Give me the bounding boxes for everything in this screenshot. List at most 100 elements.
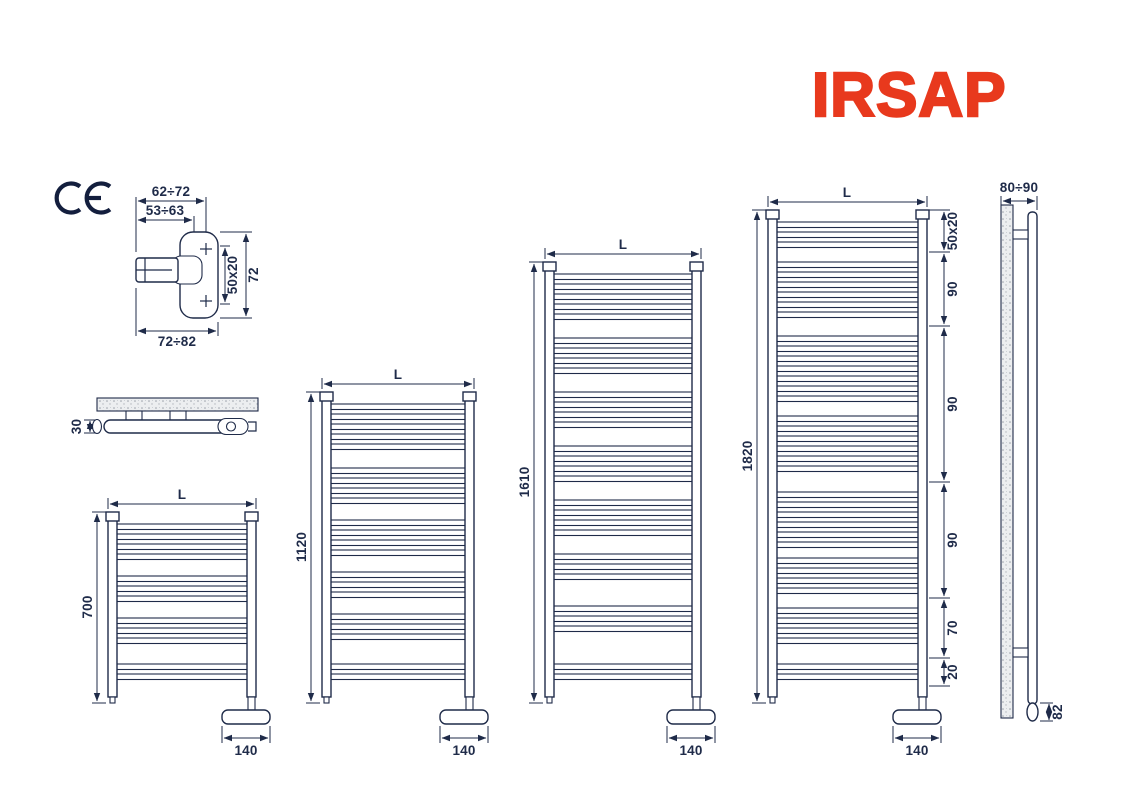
collector-cap [462,391,477,402]
rung [775,587,920,595]
rung [775,425,920,433]
rung [775,311,920,319]
rung [115,533,249,541]
radiator-2: L 1120 140 [294,367,489,758]
rung [775,531,920,539]
rung [329,403,467,411]
collector-cap [915,209,930,220]
bracket-tube-profile-label: 50x20 [225,256,240,295]
brand-logo-text: IRSAP [812,61,1006,130]
rung [329,497,467,505]
rung [775,617,920,625]
side-view: 80÷90 82 [1000,180,1065,722]
collector-tube [107,518,118,698]
rung [552,573,694,581]
rung [775,637,920,645]
rung [775,607,920,615]
rung [775,663,920,671]
spacing-dim-label: 20 [945,664,960,679]
collector-tube [321,398,332,698]
rung [775,465,920,473]
foot [109,696,116,704]
radiator-4: L 1820 140 50x20 90 90 90 70 20 [740,185,960,758]
rung [775,435,920,443]
rung [115,553,249,561]
radiator-4-body [765,209,942,725]
foot [323,696,330,704]
ce-letter-c [54,181,82,215]
spacing-dim-label: 50x20 [945,212,960,251]
rung [775,521,920,529]
wall-section [96,397,259,412]
rung [775,241,920,249]
rung [552,499,694,507]
collector-tube [544,268,555,698]
collector-cap [765,209,780,220]
wall-section [1000,204,1014,719]
rung [775,541,920,549]
radiator-2-body [319,391,489,725]
rung [775,567,920,575]
rung [329,591,467,599]
bracket-width-outer-label: 62÷72 [152,184,190,199]
rung [552,273,694,281]
rung [775,577,920,585]
heater-element [221,709,271,725]
valve-dim-label: 140 [234,743,257,758]
radiator-3-dimensions [529,248,716,743]
rung [552,605,694,613]
spacing-dim-label: 90 [945,532,960,547]
height-dim-label: 1820 [740,441,755,472]
rung [552,293,694,301]
rung [552,625,694,633]
radiator-2-dimensions [306,378,489,743]
rung [552,663,694,671]
rung [775,261,920,269]
rung [329,539,467,547]
rung [775,231,920,239]
clip-screw [225,421,237,432]
rung [115,575,249,583]
collector-tube [917,216,928,698]
rung [775,345,920,353]
rung [115,585,249,593]
rung [552,455,694,463]
foot [769,696,776,704]
width-dim-label: L [394,367,402,382]
rung [115,595,249,603]
collector-cap [689,261,704,272]
wall-bracket [125,410,143,421]
clip-tab [248,421,257,432]
valve-dim-label: 140 [679,743,702,758]
bottom-valve [1026,702,1039,722]
rung [552,401,694,409]
rung [775,511,920,519]
rung [552,313,694,321]
rung [115,543,249,551]
collector-tube [246,518,257,698]
depth-dim-label: 30 [69,419,84,434]
rung [115,627,249,635]
rung [552,337,694,345]
rung [329,663,467,671]
width-dim-label: L [178,487,186,502]
rung [552,519,694,527]
radiator-1: L 700 140 [80,487,271,758]
rung [329,433,467,441]
rung [775,221,920,229]
rung [775,355,920,363]
rung [775,271,920,279]
rung [552,411,694,419]
tube-end-cap [91,418,103,435]
rung [552,529,694,537]
width-dim-label: L [843,185,851,200]
valve-dim-label: 140 [452,743,475,758]
rung [552,391,694,399]
wall-bracket [1012,229,1029,240]
rung [552,673,694,681]
rung [775,455,920,463]
wall-bracket [1012,647,1029,658]
heater-element [892,709,942,725]
rung [775,445,920,453]
radiator-1-dimensions [92,498,271,743]
